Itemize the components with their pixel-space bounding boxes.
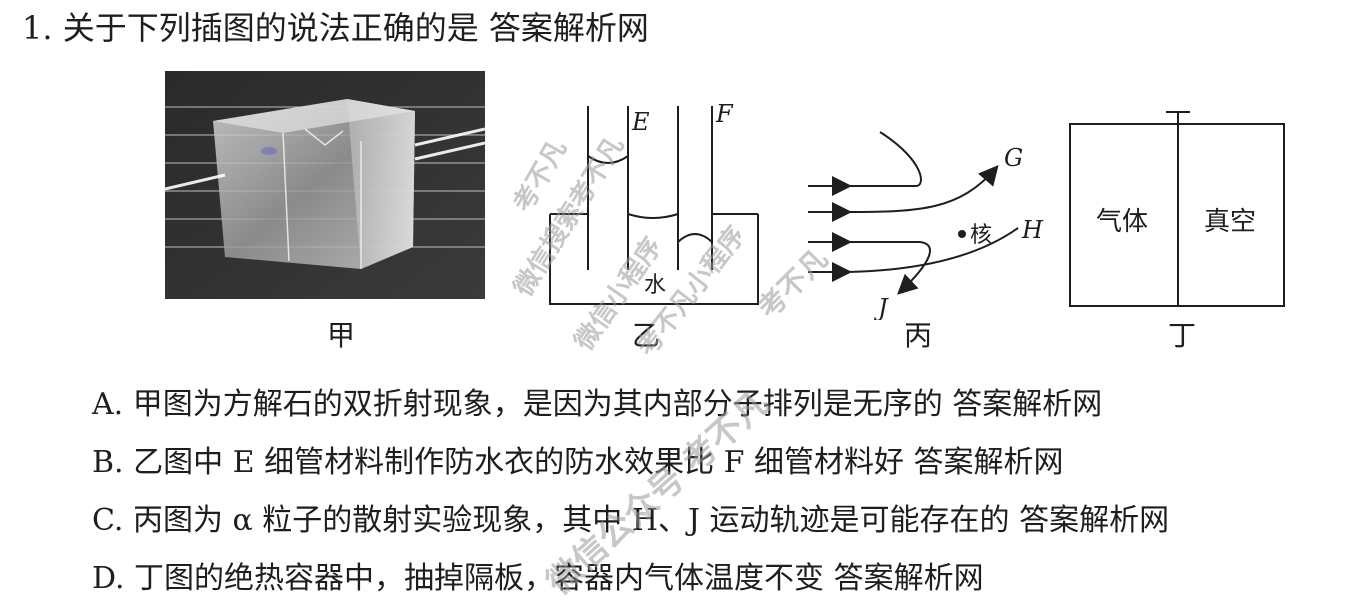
tube-e-label: E [631, 108, 650, 136]
option-a[interactable]: A. 甲图为方解石的双折射现象，是因为其内部分子排列是无序的 答案解析网 [92, 387, 1103, 422]
figure-yi-diagram: E F 水 [549, 104, 759, 305]
figure-jia-photo [165, 71, 485, 299]
figure-ding-label: 丁 [1167, 319, 1196, 352]
track-j-label: J [873, 294, 889, 320]
figure-ding-diagram: 气体 真空 [1069, 111, 1285, 307]
option-c[interactable]: C. 丙图为 α 粒子的散射实验现象，其中 H、J 运动轨迹是可能存在的 答案解… [92, 503, 1170, 538]
figure-yi-label: 乙 [631, 319, 660, 352]
figure-bing-label: 丙 [903, 319, 932, 352]
tube-f-label: F [715, 104, 734, 128]
figure-jia-label: 甲 [326, 319, 355, 352]
water-label: 水 [644, 273, 666, 298]
nucleus-dot [958, 230, 966, 238]
answer-options: A. 甲图为方解石的双折射现象，是因为其内部分子排列是无序的 答案解析网 B. … [92, 376, 1169, 608]
question-title: 1. 关于下列插图的说法正确的是 答案解析网 [22, 9, 649, 47]
track-g-label: G [1004, 144, 1023, 172]
option-b[interactable]: B. 乙图中 E 细管材料制作防水衣的防水效果比 F 细管材料好 答案解析网 [92, 445, 1064, 480]
nucleus-label: 核 [970, 223, 992, 248]
option-d[interactable]: D. 丁图的绝热容器中，抽掉隔板，容器内气体温度不变 答案解析网 [92, 561, 984, 596]
vacuum-chamber-label: 真空 [1204, 207, 1256, 237]
track-h-label: H [1021, 216, 1044, 244]
gas-chamber-label: 气体 [1096, 207, 1148, 237]
figure-bing-diagram: 核 G H J [808, 131, 1044, 320]
